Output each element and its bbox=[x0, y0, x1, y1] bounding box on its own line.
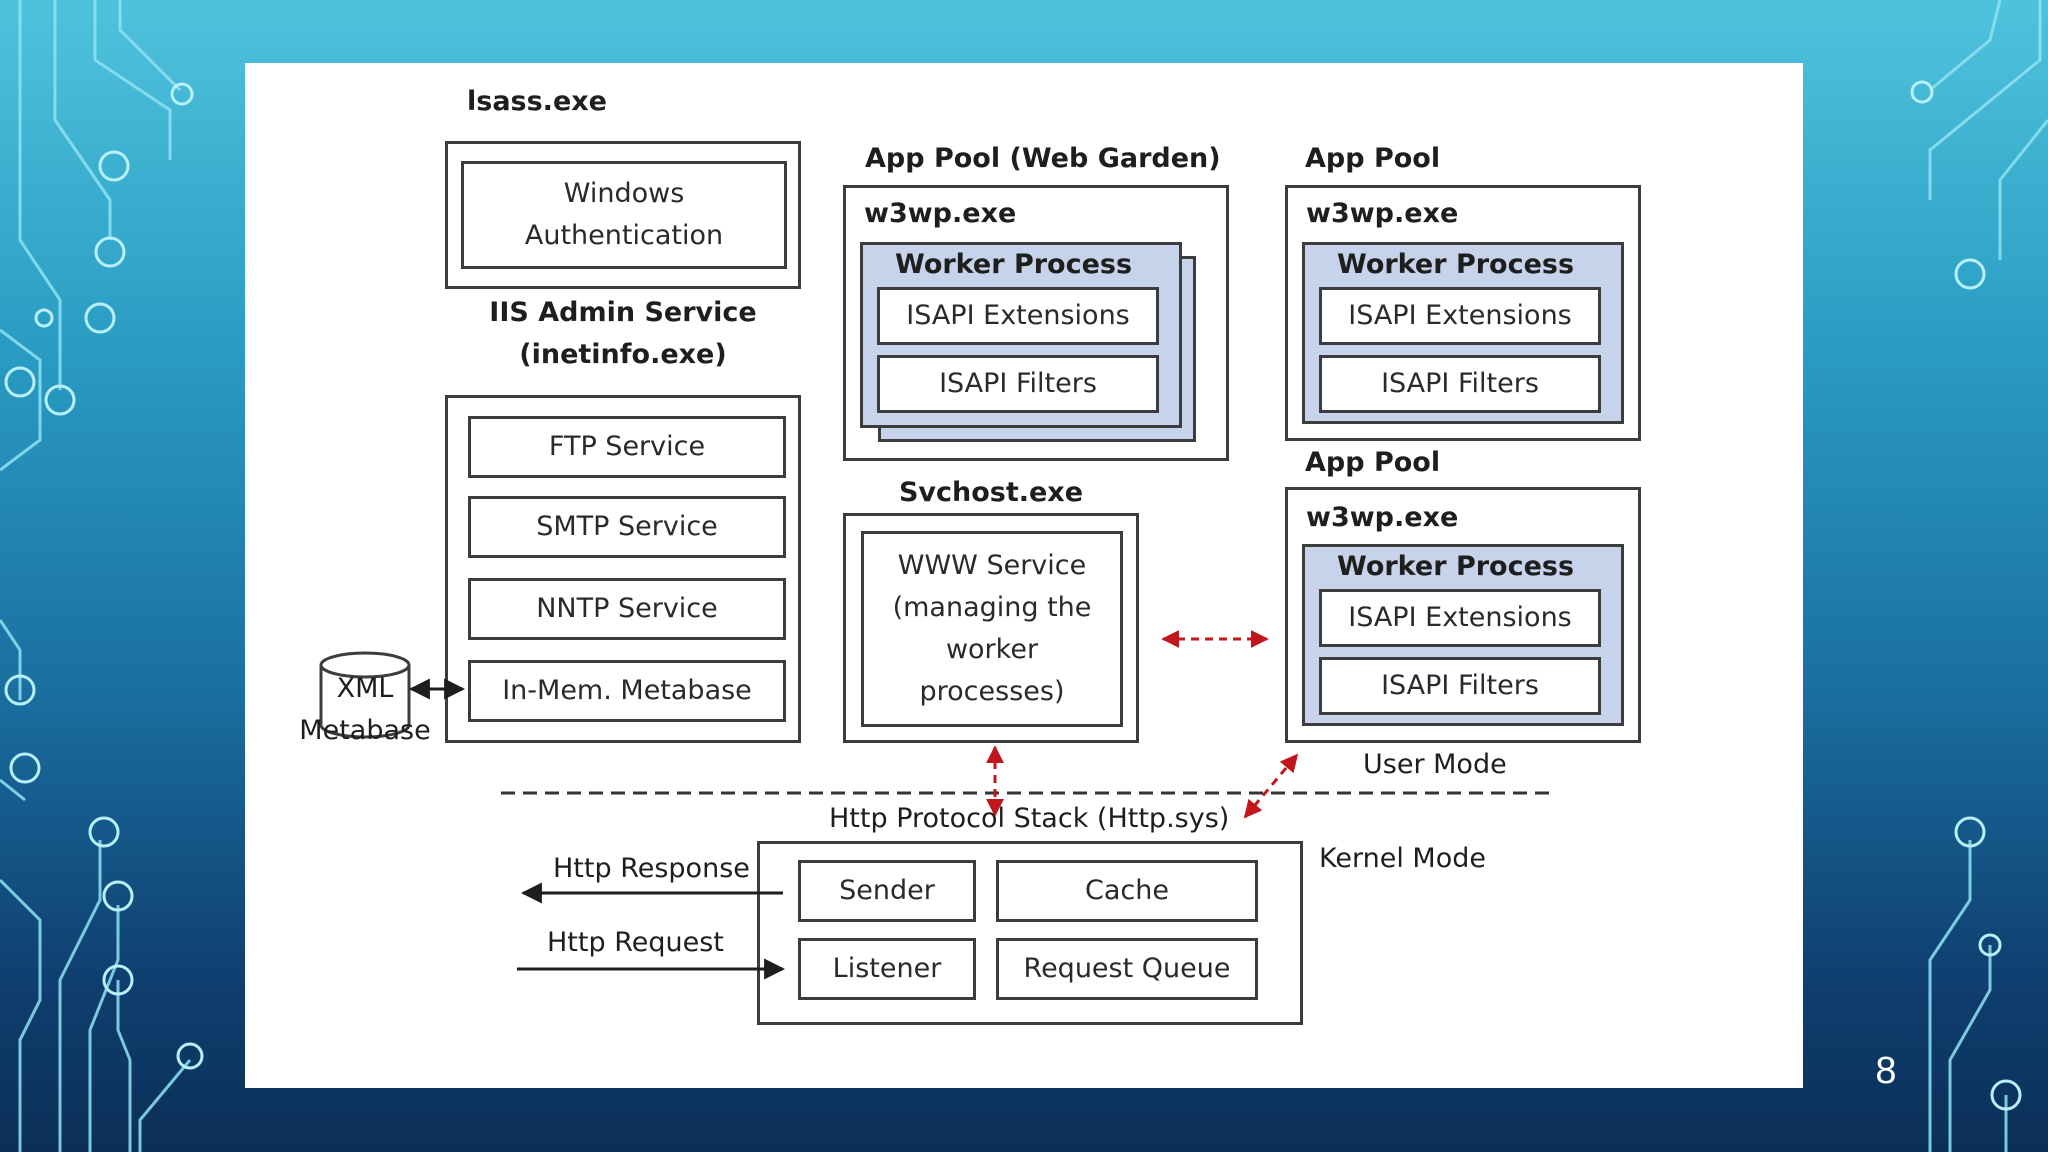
smtp-service-label: SMTP Service bbox=[536, 511, 718, 542]
ftp-service-label: FTP Service bbox=[548, 431, 706, 462]
request-queue-label: Request Queue bbox=[1023, 953, 1231, 984]
app-pool-2-box: w3wp.exe Worker Process ISAPI Extensions… bbox=[1285, 487, 1641, 743]
www-service-line1: WWW Service bbox=[897, 550, 1087, 581]
svchost-box: WWW Service (managing the worker process… bbox=[843, 513, 1139, 743]
iis-admin-title: IIS Admin Service bbox=[489, 297, 757, 328]
iis-admin-subtitle: (inetinfo.exe) bbox=[519, 339, 727, 370]
cache-label: Cache bbox=[1085, 875, 1169, 906]
garden-worker-process-box: Worker Process ISAPI Extensions ISAPI Fi… bbox=[860, 242, 1182, 428]
ftp-service-box: FTP Service bbox=[468, 416, 786, 478]
garden-isapi-extensions-box: ISAPI Extensions bbox=[877, 287, 1159, 345]
windows-authentication-label: Windows Authentication bbox=[524, 178, 724, 251]
iis-architecture-diagram: lsass.exe Windows Authentication IIS Adm… bbox=[245, 63, 1803, 1088]
http-response-label: Http Response bbox=[553, 853, 750, 884]
garden-w3wp-label: w3wp.exe bbox=[864, 198, 1017, 229]
pool2-w3wp-label: w3wp.exe bbox=[1306, 502, 1459, 533]
app-pool-1-title: App Pool bbox=[1305, 143, 1441, 174]
apppool-httpsys-arrow bbox=[1243, 753, 1299, 819]
garden-isapi-filters-label: ISAPI Filters bbox=[939, 368, 1097, 399]
www-service-line4: processes) bbox=[919, 676, 1065, 707]
http-sys-box: Sender Cache Listener Request Queue bbox=[757, 841, 1303, 1025]
app-pool-web-garden-box: w3wp.exe Worker Process ISAPI Extensions… bbox=[843, 185, 1229, 461]
pool1-isapi-extensions-box: ISAPI Extensions bbox=[1319, 287, 1601, 345]
pool2-isapi-filters-label: ISAPI Filters bbox=[1381, 670, 1539, 701]
nntp-service-box: NNTP Service bbox=[468, 578, 786, 640]
page-number: 8 bbox=[1875, 1050, 1897, 1092]
app-pool-1-box: w3wp.exe Worker Process ISAPI Extensions… bbox=[1285, 185, 1641, 441]
garden-isapi-filters-box: ISAPI Filters bbox=[877, 355, 1159, 413]
pool1-worker-process-box: Worker Process ISAPI Extensions ISAPI Fi… bbox=[1302, 242, 1624, 424]
pool2-worker-process-box: Worker Process ISAPI Extensions ISAPI Fi… bbox=[1302, 544, 1624, 726]
pool1-worker-process-label: Worker Process bbox=[1337, 249, 1575, 280]
pool1-w3wp-label: w3wp.exe bbox=[1306, 198, 1459, 229]
listener-box: Listener bbox=[798, 938, 976, 1000]
app-pool-2-title: App Pool bbox=[1305, 447, 1441, 478]
xml-metabase-cylinder-icon bbox=[319, 651, 411, 739]
listener-label: Listener bbox=[832, 953, 942, 984]
sender-label: Sender bbox=[839, 875, 935, 906]
request-queue-box: Request Queue bbox=[996, 938, 1258, 1000]
pool1-isapi-filters-box: ISAPI Filters bbox=[1319, 355, 1601, 413]
in-mem-metabase-box: In-Mem. Metabase bbox=[468, 660, 786, 722]
cache-box: Cache bbox=[996, 860, 1258, 922]
in-mem-metabase-label: In-Mem. Metabase bbox=[502, 675, 752, 706]
xml-label: XML bbox=[336, 673, 394, 704]
pool1-isapi-extensions-label: ISAPI Extensions bbox=[1348, 300, 1572, 331]
smtp-service-box: SMTP Service bbox=[468, 496, 786, 558]
pool1-isapi-filters-label: ISAPI Filters bbox=[1381, 368, 1539, 399]
iis-admin-box: FTP Service SMTP Service NNTP Service In… bbox=[445, 395, 801, 743]
user-mode-label: User Mode bbox=[1363, 749, 1507, 780]
metabase-caption: Metabase bbox=[299, 715, 431, 746]
www-service-box: WWW Service (managing the worker process… bbox=[861, 531, 1123, 727]
pool2-isapi-extensions-box: ISAPI Extensions bbox=[1319, 589, 1601, 647]
svchost-title: Svchost.exe bbox=[898, 477, 1084, 508]
pool2-isapi-extensions-label: ISAPI Extensions bbox=[1348, 602, 1572, 633]
kernel-mode-label: Kernel Mode bbox=[1319, 843, 1486, 874]
http-sys-title: Http Protocol Stack (Http.sys) bbox=[829, 803, 1230, 834]
garden-isapi-extensions-label: ISAPI Extensions bbox=[906, 300, 1130, 331]
www-service-line2: (managing the bbox=[892, 592, 1092, 623]
pool2-worker-process-label: Worker Process bbox=[1337, 551, 1575, 582]
nntp-service-label: NNTP Service bbox=[536, 593, 718, 624]
lsass-box: Windows Authentication bbox=[445, 141, 801, 289]
lsass-title: lsass.exe bbox=[467, 86, 607, 117]
windows-authentication-box: Windows Authentication bbox=[461, 161, 787, 269]
garden-worker-process-label: Worker Process bbox=[895, 249, 1133, 280]
http-request-label: Http Request bbox=[547, 927, 724, 958]
slide-panel: lsass.exe Windows Authentication IIS Adm… bbox=[245, 63, 1803, 1088]
sender-box: Sender bbox=[798, 860, 976, 922]
app-pool-web-garden-title: App Pool (Web Garden) bbox=[865, 143, 1221, 174]
www-service-line3: worker bbox=[945, 634, 1039, 665]
pool2-isapi-filters-box: ISAPI Filters bbox=[1319, 657, 1601, 715]
